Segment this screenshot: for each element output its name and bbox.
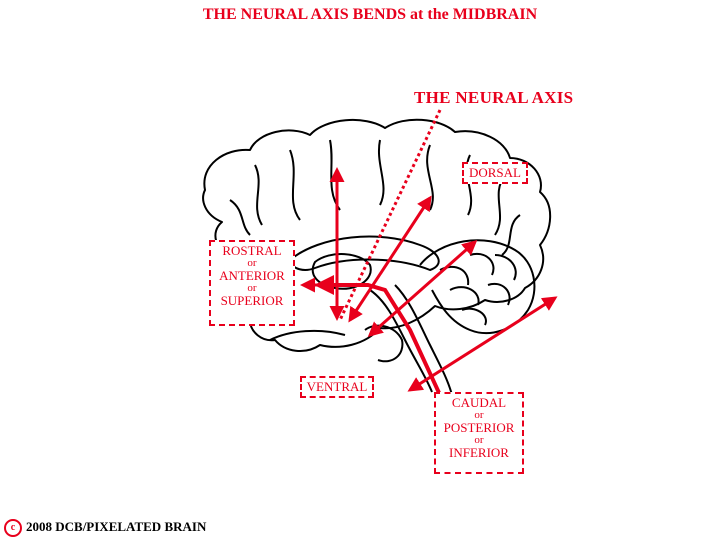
superior-label: SUPERIOR xyxy=(220,293,284,308)
neural-axis-label: THE NEURAL AXIS xyxy=(414,88,574,107)
corpus-callosum xyxy=(289,235,440,271)
dorsal-label: DORSAL xyxy=(468,165,521,180)
ventral-label: VENTRAL xyxy=(306,379,368,394)
posterior-label: POSTERIOR xyxy=(443,420,515,435)
caudal-label: CAUDAL xyxy=(451,395,507,410)
copyright-text: 2008 DCB/PIXELATED BRAIN xyxy=(26,519,207,534)
neural-axis-dotted-line xyxy=(338,109,442,321)
diagram-title: THE NEURAL AXIS BENDS at the MIDBRAIN xyxy=(202,6,538,23)
copyright-notice: c 2008 DCB/PIXELATED BRAIN xyxy=(4,519,207,538)
or-label: or xyxy=(247,282,257,294)
or-label: or xyxy=(474,434,484,446)
copyright-icon: c xyxy=(4,519,22,538)
rostral-label: ROSTRAL xyxy=(222,243,282,258)
brainstem-outline xyxy=(369,289,433,393)
or-label: or xyxy=(474,409,484,421)
cortex-folds xyxy=(229,139,521,256)
inferior-label: INFERIOR xyxy=(449,445,509,460)
caudal-label-box: CAUDAL or POSTERIOR or INFERIOR xyxy=(434,392,524,474)
direction-arrows xyxy=(300,167,558,392)
ventral-label-box: VENTRAL xyxy=(300,376,374,398)
or-label: or xyxy=(247,257,257,269)
temporal-lobe xyxy=(269,329,346,341)
pons-outline xyxy=(364,324,404,363)
rostral-label-box: ROSTRAL or ANTERIOR or SUPERIOR xyxy=(209,240,295,326)
anterior-label: ANTERIOR xyxy=(219,268,285,283)
dorsal-label-box: DORSAL xyxy=(462,162,528,184)
diagonal-arrow-lower xyxy=(407,296,558,392)
brainstem-outline-2 xyxy=(394,284,453,396)
diagonal-arrow-middle xyxy=(367,240,478,337)
